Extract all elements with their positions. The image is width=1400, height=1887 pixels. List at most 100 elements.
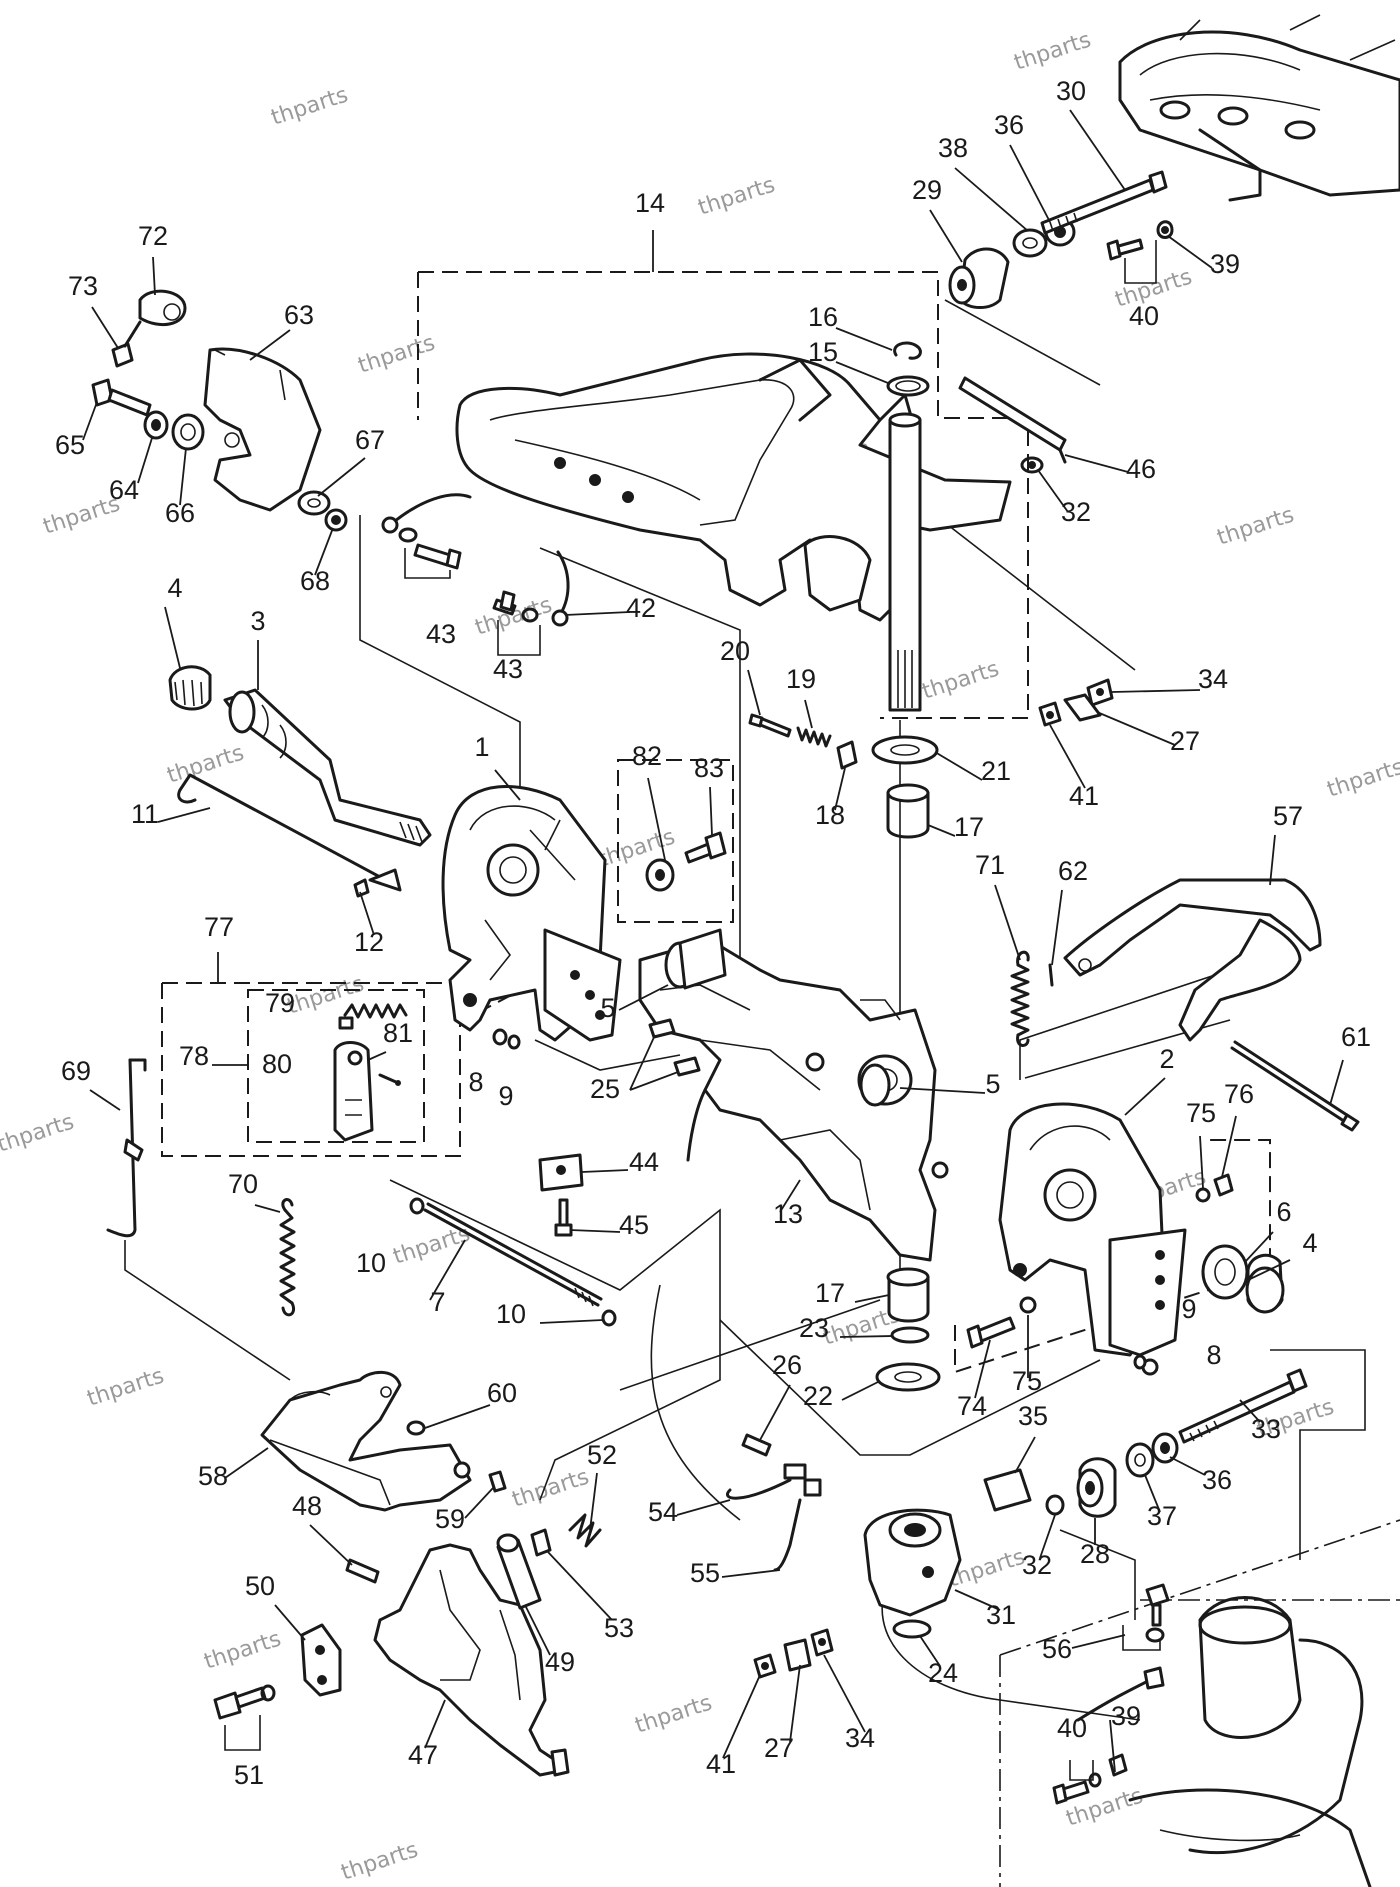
callout-c5a: 5 [600, 993, 615, 1023]
washer-39-top [1156, 220, 1174, 239]
callout-c62: 62 [1058, 856, 1088, 886]
callout-c55: 55 [690, 1558, 720, 1588]
callout-c43b: 43 [493, 654, 523, 684]
callout-c5b: 5 [985, 1069, 1000, 1099]
callout-c27b: 27 [764, 1733, 794, 1763]
watermark-w24: thparts [632, 1690, 715, 1738]
callout-c64: 64 [109, 475, 139, 505]
bushing-28 [1076, 1457, 1117, 1518]
lower-mount-31 [863, 1508, 962, 1617]
callout-c36a: 36 [994, 110, 1024, 140]
callout-c34b: 34 [845, 1723, 875, 1753]
callout-c3: 3 [250, 606, 265, 636]
watermark-w27: thparts [0, 1109, 77, 1157]
bolt-30 [1040, 170, 1168, 235]
cap-4-left [168, 665, 212, 711]
callout-c9b: 9 [1181, 1294, 1196, 1324]
callout-c53: 53 [604, 1613, 634, 1643]
callout-c72: 72 [138, 221, 168, 251]
callout-c13: 13 [773, 1199, 803, 1229]
swivel-bracket-14 [455, 352, 1012, 712]
callout-c34a: 34 [1198, 664, 1228, 694]
callout-c60: 60 [487, 1378, 517, 1408]
bushing-66 [171, 413, 205, 451]
bolt-43-a [398, 527, 462, 579]
group-box-77 [161, 870, 541, 1157]
tilt-rod-7 [423, 1202, 603, 1307]
callout-c71: 71 [975, 850, 1005, 880]
washer-64 [143, 410, 169, 440]
clamp-bracket-2 [998, 1102, 1187, 1357]
grease-fitting-25-a [648, 1018, 676, 1039]
callout-c63: 63 [284, 300, 314, 330]
pin-81 [378, 1073, 401, 1086]
callout-c16: 16 [808, 302, 838, 332]
bracket-63 [203, 347, 322, 512]
callout-c56: 56 [1042, 1634, 1072, 1664]
watermark-w11: thparts [164, 740, 247, 788]
washer-39-bottom [1108, 1753, 1128, 1777]
callout-c40a: 40 [1129, 301, 1159, 331]
callout-c81: 81 [383, 1018, 413, 1048]
clip-76 [1213, 1173, 1234, 1197]
screw-59 [488, 1470, 507, 1493]
callout-c42: 42 [626, 593, 656, 623]
washer-32-top [1020, 456, 1044, 474]
bolt-83 [684, 831, 727, 864]
bushing-17-top [886, 783, 930, 839]
plate-34-top [1086, 678, 1114, 707]
spring-52 [568, 1513, 602, 1548]
washer-67 [297, 490, 331, 516]
bolt-65 [91, 378, 152, 417]
washer-22 [875, 1362, 941, 1392]
callout-c12: 12 [354, 927, 384, 957]
callout-c65: 65 [55, 430, 85, 460]
mount-bushing-29 [948, 247, 1010, 309]
callout-c80: 80 [262, 1049, 292, 1079]
callout-c9a: 9 [498, 1081, 513, 1111]
bushing-5-left [664, 928, 727, 990]
callout-c17a: 17 [954, 812, 984, 842]
group-box-75-76 [954, 1139, 1271, 1374]
wire-42 [381, 493, 570, 627]
callout-c46: 46 [1126, 454, 1156, 484]
callout-c61: 61 [1341, 1022, 1371, 1052]
callout-c82: 82 [632, 741, 662, 771]
plate-46 [958, 376, 1067, 464]
callout-c26: 26 [772, 1350, 802, 1380]
callout-c57: 57 [1273, 801, 1303, 831]
callout-c1: 1 [474, 732, 489, 762]
callout-c14: 14 [635, 188, 665, 218]
watermark-w23: thparts [201, 1626, 284, 1674]
callout-c40b: 40 [1057, 1713, 1087, 1743]
washer-60 [406, 1420, 426, 1436]
clamp-bracket-1 [441, 785, 622, 1042]
collar-49 [496, 1533, 542, 1610]
nut-73 [111, 320, 142, 368]
washer-68 [324, 508, 348, 532]
callout-c75b: 75 [1012, 1366, 1042, 1396]
washer-9-left [507, 1034, 521, 1050]
callout-c51: 51 [234, 1760, 264, 1790]
callout-c39a: 39 [1210, 249, 1240, 279]
callout-c32b: 32 [1022, 1550, 1052, 1580]
callout-c25: 25 [590, 1074, 620, 1104]
callout-c27a: 27 [1170, 726, 1200, 756]
group-box-83 [617, 759, 734, 923]
callout-c10b: 10 [496, 1299, 526, 1329]
callout-c75a: 75 [1186, 1098, 1216, 1128]
handle-57 [1063, 878, 1322, 1042]
callout-c2: 2 [1159, 1044, 1174, 1074]
callout-c18: 18 [815, 800, 845, 830]
callout-c8b: 8 [1206, 1340, 1221, 1370]
callout-c30: 30 [1056, 76, 1086, 106]
callout-c24: 24 [928, 1658, 958, 1688]
washer-75-lower [1019, 1296, 1037, 1314]
bolt-40-bottom [1052, 1760, 1102, 1805]
cap-4-right [1245, 1253, 1285, 1314]
clip-12 [353, 878, 370, 898]
callout-c8a: 8 [468, 1067, 483, 1097]
ring-24 [892, 1619, 932, 1639]
block-35 [983, 1468, 1032, 1512]
